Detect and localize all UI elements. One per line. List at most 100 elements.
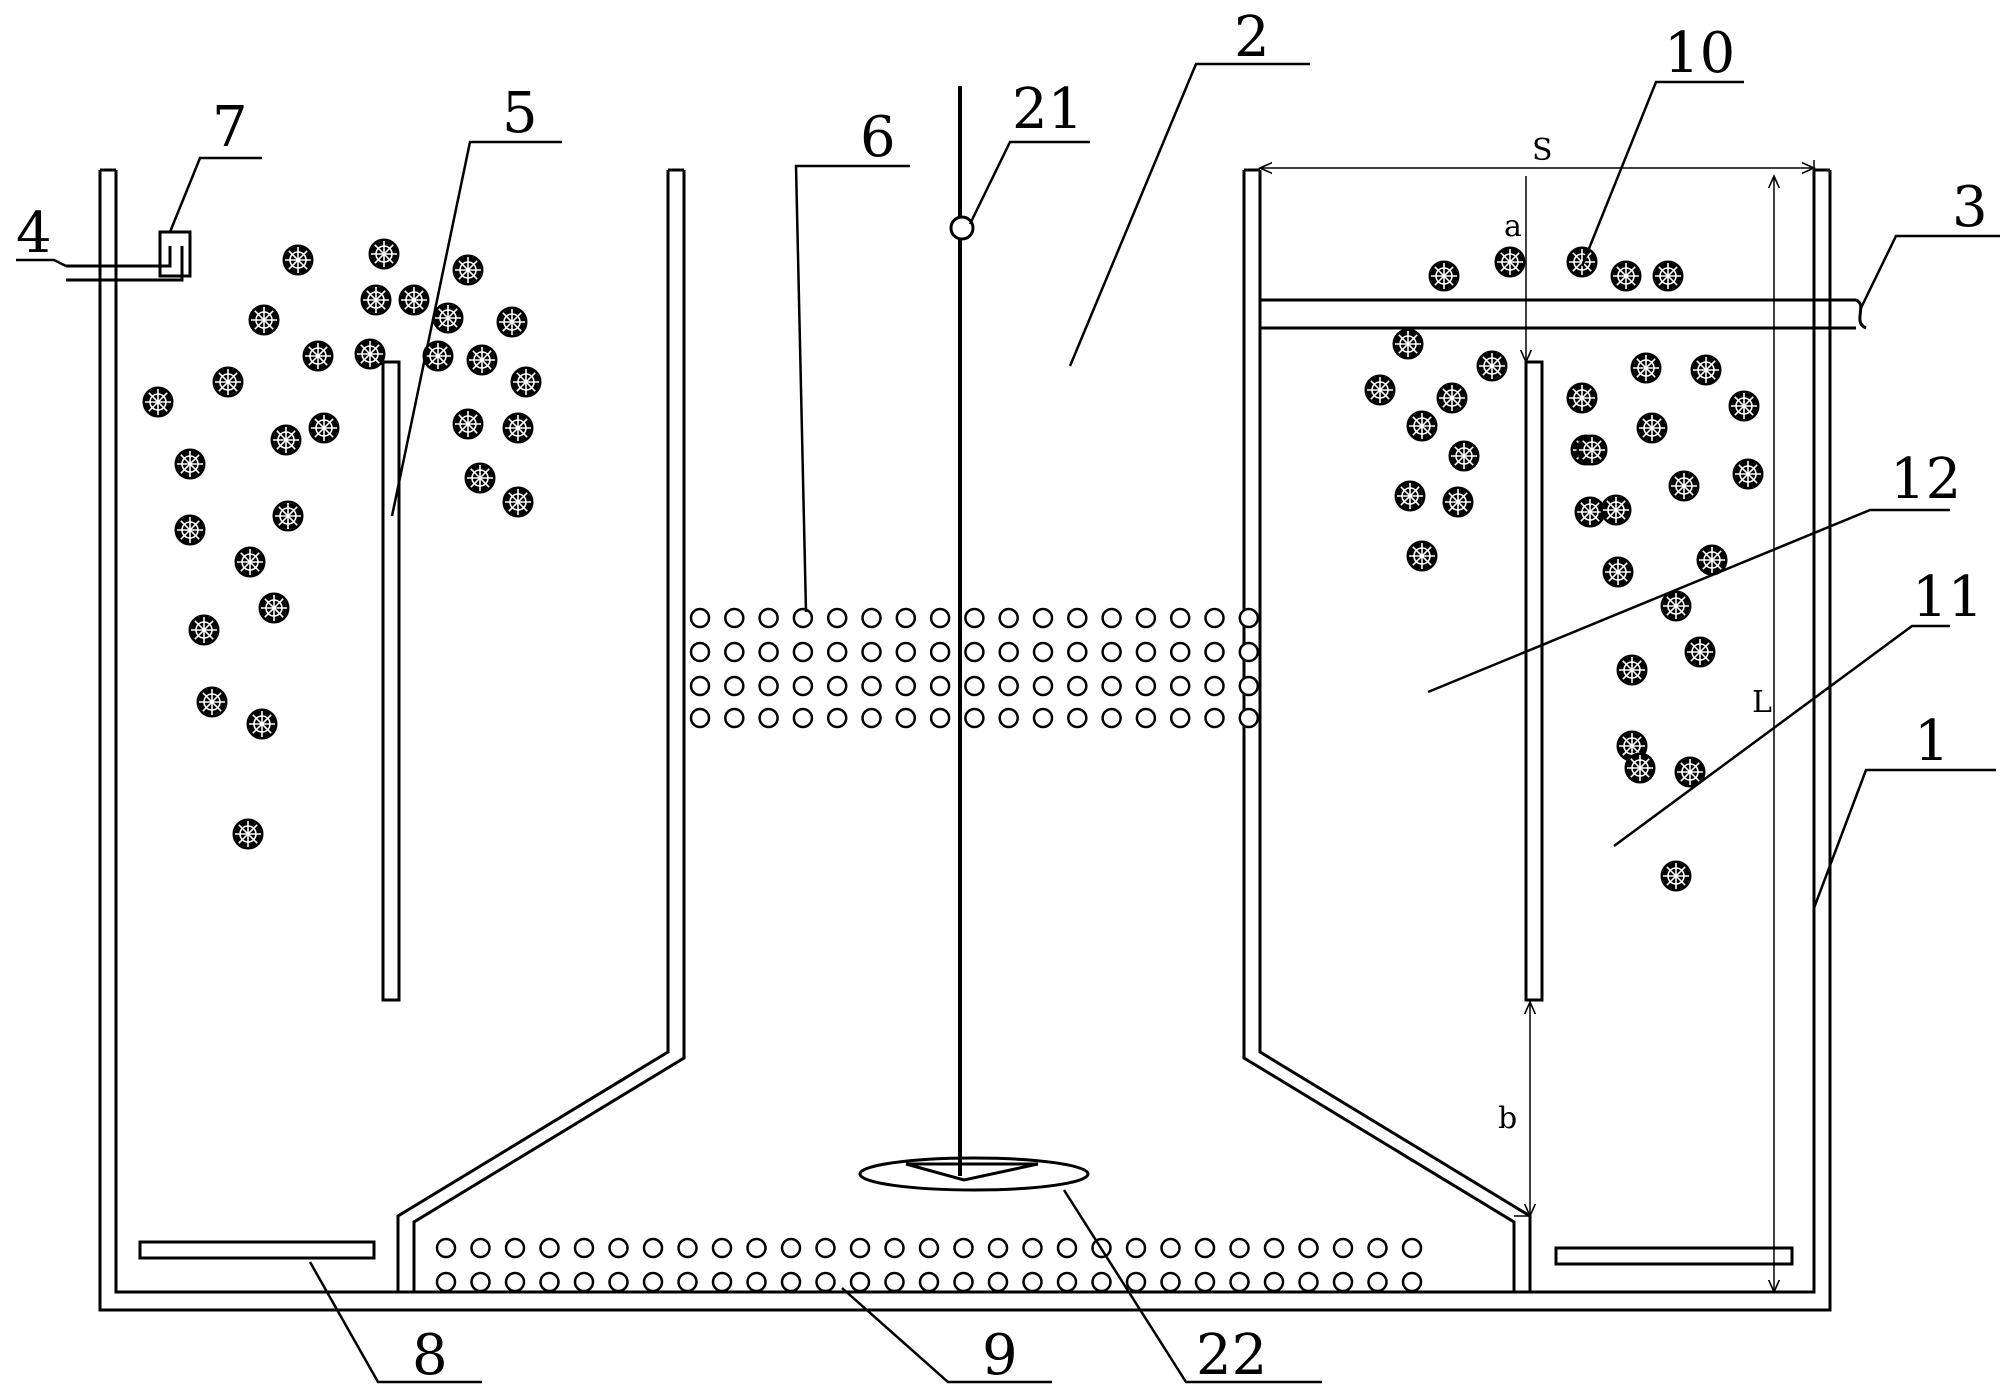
filler-ball-icon	[1660, 590, 1692, 622]
callout-9: 9	[982, 1323, 1018, 1388]
bubble-icon	[1238, 607, 1260, 629]
right-baffle-plate	[1524, 360, 1544, 1002]
bubble-icon	[1125, 1271, 1147, 1293]
callout-22: 22	[1196, 1323, 1267, 1388]
bubble-icon	[724, 607, 745, 629]
bubble-icon	[849, 1271, 871, 1293]
bubble-icon	[826, 675, 848, 697]
bubble-icon	[895, 607, 917, 629]
bubble-icon	[964, 675, 985, 697]
filler-ball-icon	[1494, 246, 1526, 278]
bubble-icon	[1160, 1271, 1181, 1293]
bubble-icon	[1263, 1271, 1285, 1293]
bubble-icon	[780, 1271, 802, 1293]
bubble-icon	[470, 1271, 491, 1293]
filler-ball-icon	[1436, 382, 1468, 414]
bubble-icon	[1367, 1237, 1388, 1259]
bottom-bubble-layer	[435, 1237, 1423, 1293]
dimension-l-label: L	[1752, 685, 1772, 720]
bubble-icon	[1332, 1237, 1354, 1259]
impeller-icon[interactable]	[858, 1156, 1090, 1192]
bubble-icon	[1135, 675, 1157, 697]
left-baffle-plate	[381, 360, 401, 1002]
bubble-icon	[1135, 607, 1157, 629]
filler-ball-icon	[466, 344, 498, 376]
bubble-icon	[849, 1237, 871, 1259]
inlet-pipe	[66, 246, 184, 282]
bubble-icon	[1298, 1271, 1319, 1293]
bubble-icon	[815, 1237, 836, 1259]
filler-ball-icon	[464, 462, 496, 494]
filler-ball-icon	[174, 448, 206, 480]
filler-ball-icon	[422, 340, 454, 372]
filler-ball-icon	[452, 254, 484, 286]
filler-ball-icon	[308, 412, 340, 444]
dimension-lines	[1260, 160, 1814, 1292]
bubble-icon	[758, 641, 779, 663]
filler-ball-icon	[270, 424, 302, 456]
bubble-icon	[689, 707, 711, 729]
bubble-icon	[1032, 641, 1054, 663]
filler-ball-icon	[142, 386, 174, 418]
bubble-icon	[608, 1237, 629, 1259]
bubble-icon	[689, 675, 711, 697]
dimension-b-label: b	[1498, 1101, 1517, 1136]
bubble-icon	[1194, 1271, 1216, 1293]
bubble-icon	[998, 675, 1019, 697]
bubble-icon	[1229, 1271, 1250, 1293]
bubble-icon	[792, 675, 814, 697]
bubble-icon	[435, 1237, 457, 1259]
bubble-icon	[711, 1237, 733, 1259]
bubble-icon	[780, 1237, 802, 1259]
outer-tank	[98, 168, 1832, 1312]
filler-ball-icon	[1392, 328, 1424, 360]
bubble-icon	[1238, 641, 1260, 663]
bubble-icon	[1067, 675, 1088, 697]
bubble-icon	[861, 607, 882, 629]
bubble-icon	[1401, 1237, 1423, 1259]
bubble-icon	[895, 675, 917, 697]
callout-7: 7	[212, 95, 248, 160]
bubble-icon	[964, 641, 985, 663]
bubble-icon	[884, 1237, 905, 1259]
bubble-icon	[1204, 607, 1225, 629]
filler-ball-icon	[510, 366, 542, 398]
filler-ball-icon	[1406, 540, 1438, 572]
filler-ball-icon	[232, 818, 264, 850]
bubble-icon	[998, 707, 1019, 729]
bubble-icon	[1229, 1237, 1250, 1259]
filler-ball-icon	[234, 546, 266, 578]
filler-ball-icon	[212, 366, 244, 398]
filler-ball-icon	[1630, 352, 1662, 384]
bubble-icon	[758, 607, 779, 629]
bubble-icon	[918, 1237, 940, 1259]
filler-ball-icon	[502, 486, 534, 518]
bubble-icon	[953, 1271, 974, 1293]
bubble-icon	[1204, 675, 1225, 697]
bubble-icon	[724, 707, 745, 729]
callout-6: 6	[860, 105, 896, 170]
filler-ball-icon	[1566, 382, 1598, 414]
bubble-icon	[1056, 1271, 1078, 1293]
filler-ball-icon	[1624, 752, 1656, 784]
filler-ball-icon	[188, 614, 220, 646]
callout-8: 8	[412, 1323, 448, 1388]
bubble-icon	[1101, 675, 1122, 697]
filler-ball-icon	[1576, 434, 1608, 466]
bubble-icon	[677, 1237, 698, 1259]
bubble-icon	[504, 1271, 526, 1293]
filler-ball-icon	[1602, 556, 1634, 588]
filler-ball-icon	[1600, 494, 1632, 526]
bubble-icon	[1022, 1271, 1043, 1293]
bubble-icon	[689, 607, 711, 629]
filler-ball-icon	[1442, 486, 1474, 518]
filler-ball-icon	[496, 306, 528, 338]
bubble-icon	[1125, 1237, 1147, 1259]
filler-ball-icon	[398, 284, 430, 316]
bubble-icon	[1169, 707, 1191, 729]
valve-icon[interactable]	[158, 230, 192, 278]
filler-ball-icon	[1684, 636, 1716, 668]
bubble-icon	[1101, 641, 1122, 663]
bubble-icon	[1367, 1271, 1388, 1293]
bubble-icon	[929, 707, 951, 729]
